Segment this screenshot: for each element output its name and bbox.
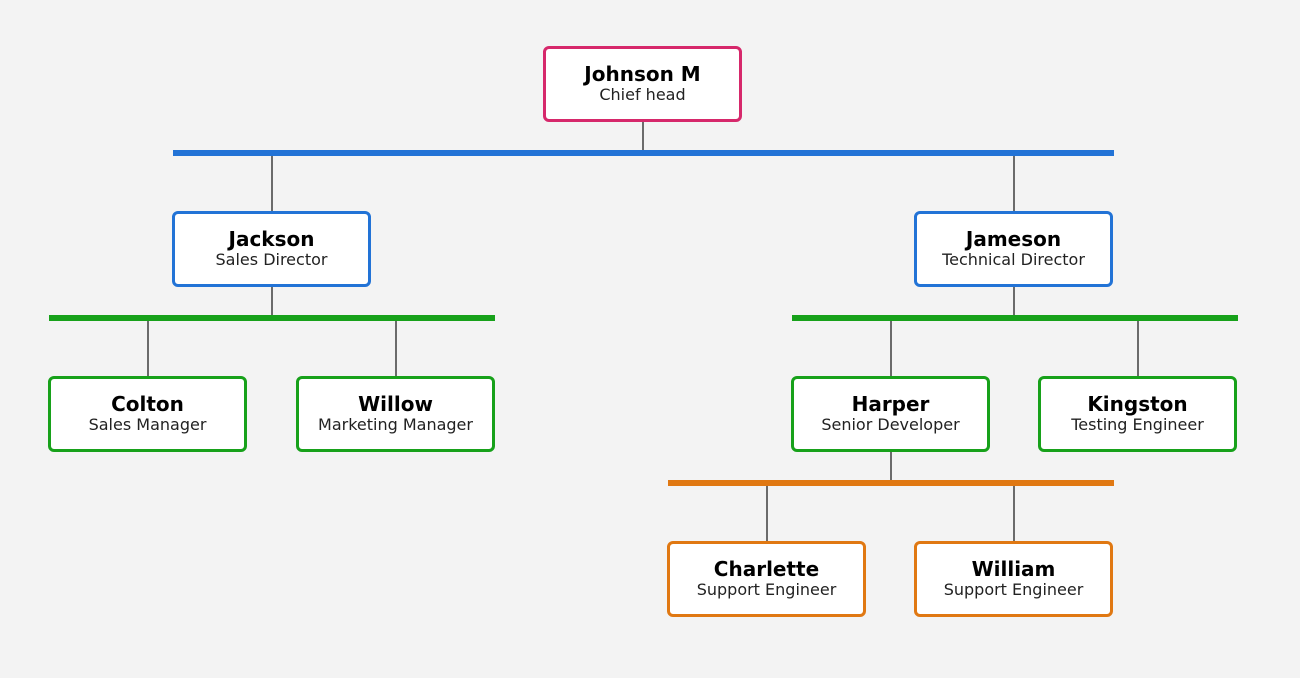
support-team-connector-bar	[668, 480, 1114, 486]
node-role: Testing Engineer	[1071, 415, 1204, 434]
node-name: Colton	[111, 392, 184, 416]
connector-line	[642, 122, 644, 150]
node-role: Support Engineer	[696, 580, 837, 599]
node-kingston[interactable]: Kingston Testing Engineer	[1038, 376, 1237, 452]
node-name: Kingston	[1087, 392, 1188, 416]
node-harper[interactable]: Harper Senior Developer	[791, 376, 990, 452]
node-name: Jameson	[965, 227, 1062, 251]
node-jameson[interactable]: Jameson Technical Director	[914, 211, 1113, 287]
node-name: Willow	[358, 392, 433, 416]
node-name: Johnson M	[584, 62, 701, 86]
node-name: William	[971, 557, 1056, 581]
connector-line	[147, 321, 149, 377]
connector-line	[1137, 321, 1139, 377]
node-name: Jackson	[228, 227, 315, 251]
connector-line	[1013, 287, 1015, 315]
node-willow[interactable]: Willow Marketing Manager	[296, 376, 495, 452]
node-role: Support Engineer	[943, 580, 1084, 599]
node-role: Sales Manager	[88, 415, 207, 434]
connector-line	[271, 287, 273, 315]
node-role: Technical Director	[942, 250, 1085, 269]
level-1-connector-bar	[173, 150, 1114, 156]
connector-line	[395, 321, 397, 377]
node-william[interactable]: William Support Engineer	[914, 541, 1113, 617]
node-role: Senior Developer	[821, 415, 960, 434]
connector-line	[1013, 156, 1015, 212]
connector-line	[766, 486, 768, 542]
node-colton[interactable]: Colton Sales Manager	[48, 376, 247, 452]
connector-line	[1013, 486, 1015, 542]
node-role: Marketing Manager	[318, 415, 473, 434]
connector-line	[890, 321, 892, 377]
node-role: Chief head	[599, 85, 686, 104]
node-charlette[interactable]: Charlette Support Engineer	[667, 541, 866, 617]
sales-team-connector-bar	[49, 315, 495, 321]
connector-line	[271, 156, 273, 212]
connector-line	[890, 452, 892, 480]
technical-team-connector-bar	[792, 315, 1238, 321]
node-name: Harper	[851, 392, 930, 416]
node-johnson[interactable]: Johnson M Chief head	[543, 46, 742, 122]
node-jackson[interactable]: Jackson Sales Director	[172, 211, 371, 287]
node-name: Charlette	[713, 557, 820, 581]
node-role: Sales Director	[215, 250, 328, 269]
